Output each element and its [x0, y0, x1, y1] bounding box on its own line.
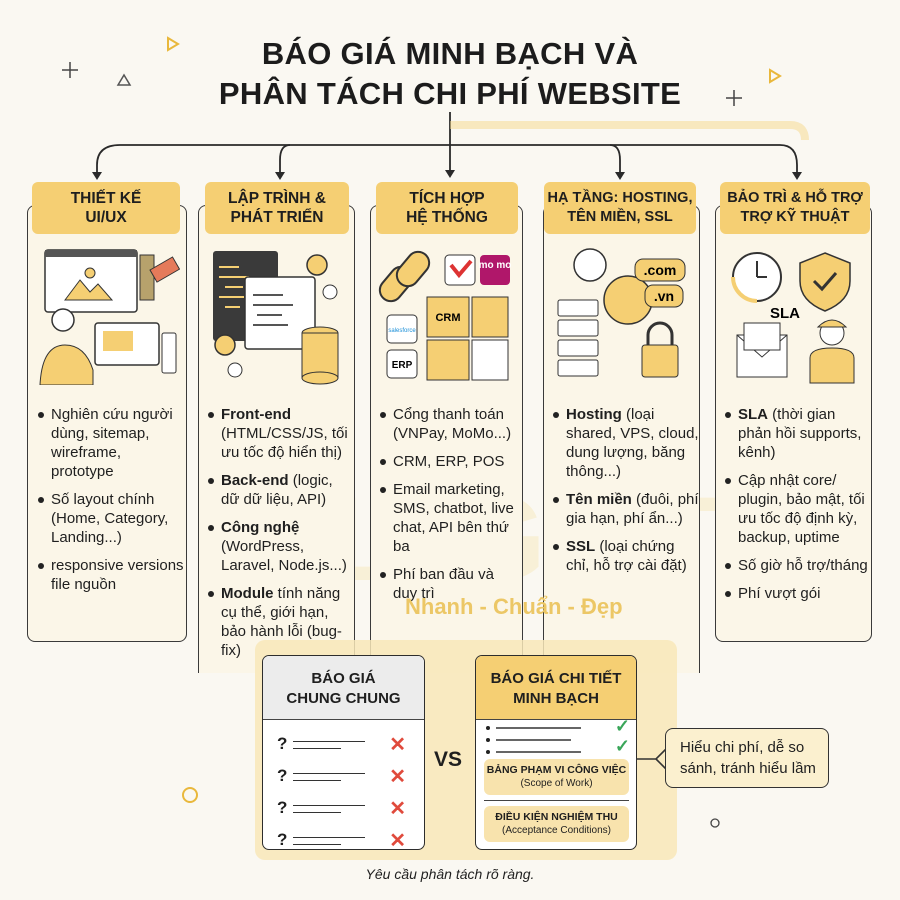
svg-text:salesforce: salesforce [388, 328, 416, 334]
generic-quote-row: ?✕ [277, 734, 412, 756]
list-item: Số layout chính (Home, Category, Landing… [35, 490, 187, 547]
check-icon: ✓ [614, 716, 630, 736]
svg-text:mo mo: mo mo [479, 260, 512, 271]
list-item: Front-end (HTML/CSS/JS, tối ưu tốc độ hi… [205, 405, 355, 462]
check-icon: ✓ [614, 736, 630, 756]
sparkle-icon [62, 62, 78, 78]
triangle-icon [769, 68, 782, 84]
infrastructure-list: Hosting (loại shared, VPS, cloud, dung l… [550, 405, 700, 584]
list-item: Back-end (logic, dữ dữ liệu, API) [205, 471, 355, 509]
column-header-infrastructure: HẠ TẦNG: HOSTING,TÊN MIỀN, SSL [544, 182, 696, 234]
integration-list: Cổng thanh toán (VNPay, MoMo...) CRM, ERP… [377, 405, 522, 612]
question-mark-icon: ? [277, 830, 288, 849]
list-item: SLA (thời gian phản hồi supports, kênh) [722, 405, 870, 462]
integration-puzzle-icon: mo mo CRM salesforce ERP [378, 250, 512, 381]
list-item: Tên miền (đuôi, phí gia hạn, phí ẩn...) [550, 490, 700, 528]
svg-text:.com: .com [644, 262, 677, 278]
acceptance-conditions-box: ĐIỀU KIỆN NGHIỆM THU(Acceptance Conditio… [484, 806, 629, 842]
sla-label: SLA [770, 305, 800, 322]
list-item: Số giờ hỗ trợ/tháng [722, 556, 870, 575]
list-item: Module tính năng cụ thể, giới hạn, bảo h… [205, 584, 355, 660]
x-mark-icon: ✕ [389, 766, 406, 788]
title-line-1: BÁO GIÁ MINH BẠCH VÀ [261, 36, 639, 71]
benefit-callout: Hiểu chi phí, dễ so sánh, tránh hiểu lầm [665, 728, 829, 788]
bullet-lines [486, 726, 581, 754]
design-list: Nghiên cứu người dùng, sitemap, wirefram… [35, 405, 187, 603]
x-mark-icon: ✕ [389, 734, 406, 756]
maintenance-list: SLA (thời gian phản hồi supports, kênh) C… [722, 405, 870, 612]
circle-icon [182, 787, 198, 803]
server-globe-lock-icon: .com .vn [557, 248, 686, 378]
generic-quote-row: ?✕ [277, 798, 412, 820]
list-item: Công nghệ (WordPress, Laravel, Node.js..… [205, 518, 355, 575]
svg-text:.vn: .vn [654, 288, 674, 304]
sparkle-icon [726, 90, 742, 106]
watermark-slogan: Nhanh - Chuẩn - Đẹp [405, 594, 623, 619]
list-item: responsive versions file nguồn [35, 556, 187, 594]
question-mark-icon: ? [277, 798, 288, 817]
question-mark-icon: ? [277, 734, 288, 753]
generic-quote-row: ?✕ [277, 766, 412, 788]
question-mark-icon: ? [277, 766, 288, 785]
list-item: Phí vượt gói [722, 584, 870, 603]
list-item: Hosting (loại shared, VPS, cloud, dung l… [550, 405, 700, 481]
svg-text:ERP: ERP [392, 360, 413, 371]
triangle-icon [116, 73, 132, 86]
scope-of-work-box: BẢNG PHẠM VI CÔNG VIỆC(Scope of Work) [484, 759, 629, 795]
caption: Yêu cầu phân tách rõ ràng. [365, 866, 535, 882]
list-item: Email marketing, SMS, chatbot, live chat… [377, 480, 522, 556]
list-item: Phí ban đầu và duy trì [377, 565, 522, 603]
callout-connector [636, 748, 667, 770]
x-mark-icon: ✕ [389, 830, 406, 850]
list-item: Cập nhật core/ plugin, bảo mật, tối ưu t… [722, 471, 870, 547]
list-item: Cổng thanh toán (VNPay, MoMo...) [377, 405, 522, 443]
column-header-dev: LẬP TRÌNH &PHÁT TRIỂN [205, 182, 349, 234]
list-item: Nghiên cứu người dùng, sitemap, wirefram… [35, 405, 187, 481]
list-item: SSL (loại chứng chỉ, hỗ trợ cài đặt) [550, 537, 700, 575]
designer-ui-icon [39, 249, 180, 385]
code-database-icon [213, 251, 339, 385]
x-mark-icon: ✕ [389, 798, 406, 820]
page-title: BÁO GIÁ MINH BẠCH VÀ PHÂN TÁCH CHI PHÍ W… [0, 34, 900, 114]
dev-list: Front-end (HTML/CSS/JS, tối ưu tốc độ hi… [205, 405, 355, 669]
arrowheads [92, 170, 802, 180]
clock-shield-support-icon: SLA [731, 252, 855, 384]
circle-icon [710, 818, 720, 828]
title-line-2: PHÂN TÁCH CHI PHÍ WEBSITE [218, 76, 682, 111]
triangle-icon [167, 36, 180, 52]
list-item: CRM, ERP, POS [377, 452, 522, 471]
generic-quote-row: ?✕ [277, 830, 412, 850]
svg-text:CRM: CRM [435, 312, 460, 324]
connector-lines [96, 112, 798, 175]
vs-label: VS [434, 748, 463, 771]
